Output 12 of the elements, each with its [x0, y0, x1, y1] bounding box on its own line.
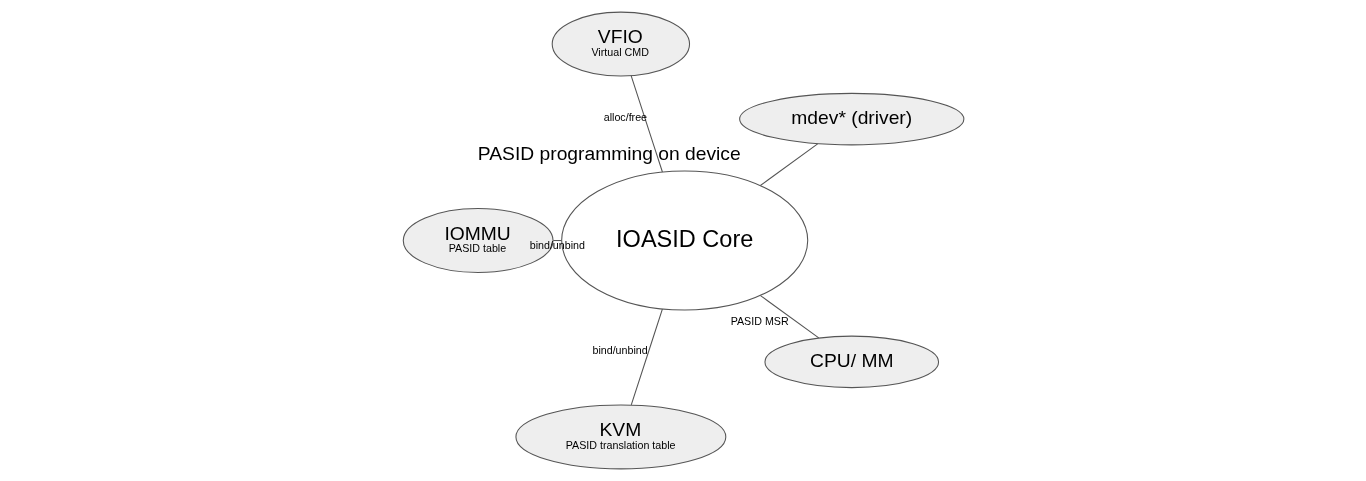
connector: [759, 143, 818, 187]
connector: [630, 75, 663, 173]
node-ellipse: VFIO Virtual CMD: [551, 11, 690, 77]
node-ellipse: CPU/ MM: [763, 335, 939, 389]
edge-label: PASID MSR: [730, 315, 789, 328]
node-label: PASID programming on device: [477, 143, 741, 165]
node-ellipse: mdev* (driver): [738, 92, 964, 146]
node-ellipse: KVM PASID translation table: [514, 404, 726, 470]
edge-label: alloc/free: [603, 110, 647, 123]
connector: [759, 295, 819, 339]
edge-label: bind/unbind: [591, 343, 648, 356]
connector: [630, 308, 663, 406]
